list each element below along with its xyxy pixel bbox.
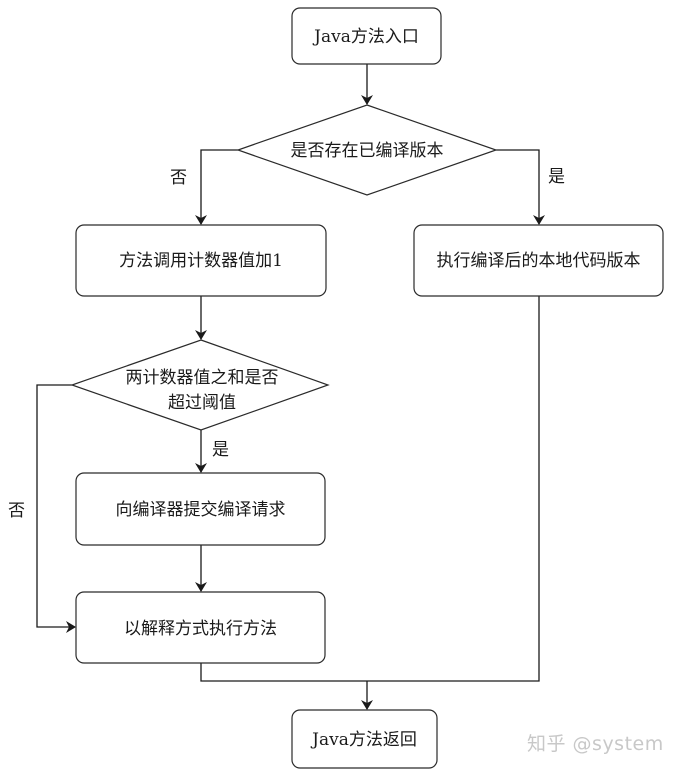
watermark: 知乎 @system <box>527 733 664 755</box>
node-execute-native: 执行编译后的本地代码版本 <box>413 224 664 297</box>
edge-label-compiled-no: 否 <box>170 168 187 188</box>
edge-threshold-no <box>36 384 76 633</box>
node-decision-threshold: 两计数器值之和是否 超过阈值 <box>70 339 330 431</box>
node-decision-compiled: 是否存在已编译版本 <box>236 104 498 196</box>
node-submit-compile-label: 向编译器提交编译请求 <box>116 500 286 520</box>
node-interpret: 以解释方式执行方法 <box>75 591 326 664</box>
edge-label-threshold-yes: 是 <box>212 440 229 460</box>
node-end: Java方法返回 <box>291 709 438 769</box>
edge-label-compiled-yes: 是 <box>548 167 565 187</box>
node-increment-counter-label: 方法调用计数器值加1 <box>119 251 283 271</box>
edge-compiled-no <box>195 149 238 225</box>
node-start: Java方法入口 <box>291 7 442 65</box>
edge-compiled-yes <box>496 149 545 225</box>
node-start-label: Java方法入口 <box>312 27 419 47</box>
node-interpret-label: 以解释方式执行方法 <box>124 619 277 639</box>
node-execute-native-label: 执行编译后的本地代码版本 <box>437 251 641 271</box>
node-end-label: Java方法返回 <box>310 730 417 750</box>
edge-interpret-to-merge <box>200 296 540 682</box>
edge-label-threshold-no: 否 <box>8 501 25 521</box>
node-increment-counter: 方法调用计数器值加1 <box>75 224 327 297</box>
node-submit-compile: 向编译器提交编译请求 <box>75 472 326 546</box>
node-decision-compiled-label: 是否存在已编译版本 <box>291 141 444 161</box>
node-decision-threshold-label-line1: 两计数器值之和是否 <box>126 368 279 388</box>
node-decision-threshold-label-line2: 超过阈值 <box>168 393 236 413</box>
